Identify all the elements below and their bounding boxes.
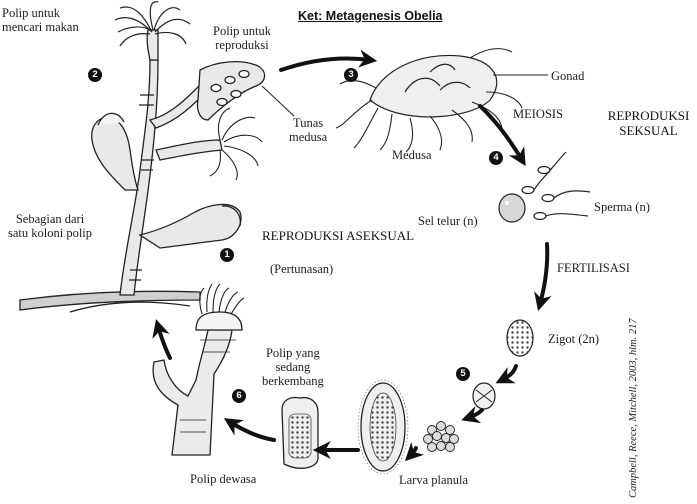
embryo-icon	[472, 382, 496, 410]
zygote-icon	[506, 319, 534, 357]
label-gonad: Gonad	[551, 69, 585, 83]
stage-number-6: 6	[232, 389, 246, 403]
label-sel-telur: Sel telur (n)	[418, 214, 478, 228]
stage-number-2: 2	[88, 68, 102, 82]
tunas-leader-line	[261, 85, 295, 117]
stage-number-5: 5	[456, 367, 470, 381]
planula-icon	[357, 379, 409, 475]
blastula-icon	[423, 421, 459, 452]
label-fertilisasi: FERTILISASI	[557, 261, 630, 275]
stage-number-1: 1	[220, 248, 234, 262]
label-larva-planula: Larva planula	[399, 473, 469, 487]
medusa-icon	[335, 48, 523, 153]
label-polip-reproduksi: Polip untuk reproduksi	[213, 24, 271, 52]
label-meiosis: MEIOSIS	[513, 107, 564, 121]
stage-number-3: 3	[344, 68, 358, 82]
sperm-icon	[521, 151, 591, 221]
diagram-title: Ket: Metagenesis Obelia	[298, 9, 443, 23]
egg-icon	[498, 193, 526, 223]
label-reproduksi-seksual: REPRODUKSI SEKSUAL	[607, 108, 690, 138]
label-polip-dewasa: Polip dewasa	[190, 472, 257, 486]
source-credit: Campbell, Reece, Mitchell, 2003, hlm. 21…	[628, 318, 639, 498]
young-polyp-icon	[281, 396, 319, 469]
label-medusa: Medusa	[392, 148, 432, 162]
label-sebagian-koloni: Sebagian dari satu koloni polip	[8, 212, 93, 240]
label-sperma: Sperma (n)	[594, 200, 650, 214]
adult-polyp-icon	[152, 283, 245, 456]
label-reproduksi-aseksual: REPRODUKSI ASEKSUAL	[262, 228, 415, 243]
stage-number-4: 4	[489, 151, 503, 165]
polyp-colony-icon	[19, 1, 266, 313]
label-pertunasan: (Pertunasan)	[270, 262, 334, 276]
label-polip-makan: Polip untuk mencari makan	[2, 6, 79, 34]
label-polip-berkembang: Polip yang sedang berkembang	[262, 346, 324, 388]
label-tunas-medusa: Tunas medusa	[289, 116, 328, 144]
cycle-arrow-icon	[152, 49, 552, 462]
label-zigot: Zigot (2n)	[548, 332, 600, 346]
